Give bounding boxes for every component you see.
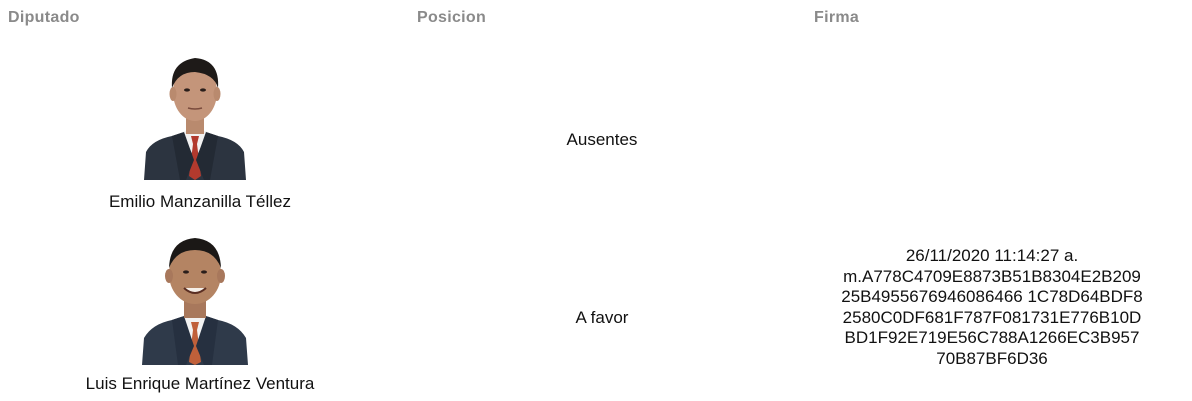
firma-line: 26/11/2020 11:14:27 a.: [905, 246, 1079, 265]
column-header-firma: Firma: [814, 9, 860, 26]
firma-line: 25B4955676946086466 1C78D64BDF8: [841, 287, 1143, 306]
table-row: Emilio Manzanilla Téllez Ausentes: [0, 48, 1192, 218]
posicion-value: Ausentes: [566, 130, 638, 149]
diputado-name: Emilio Manzanilla Téllez: [108, 192, 292, 211]
firma-line: 2580C0DF681F787F081731E776B10D: [842, 307, 1142, 327]
diputado-name: Luis Enrique Martínez Ventura: [85, 374, 315, 393]
person-photo-icon: [142, 232, 248, 365]
firma-line: BD1F92E719E56C788A1266EC3B957: [844, 328, 1140, 347]
column-header-posicion: Posicion: [417, 9, 487, 26]
person-photo-icon: [142, 48, 248, 180]
firma-signature-text: 26/11/2020 11:14:27 a. m.A778C4709E8873B…: [800, 246, 1184, 369]
avatar: [142, 232, 248, 365]
firma-line: m.A778C4709E8873B51B8304E2B209: [843, 266, 1141, 286]
table-row: Luis Enrique Martínez Ventura A favor 26…: [0, 232, 1192, 401]
avatar: [142, 48, 248, 180]
firma-line: 70B87BF6D36: [936, 348, 1048, 368]
column-header-diputado: Diputado: [8, 9, 80, 26]
posicion-value: A favor: [575, 308, 629, 327]
